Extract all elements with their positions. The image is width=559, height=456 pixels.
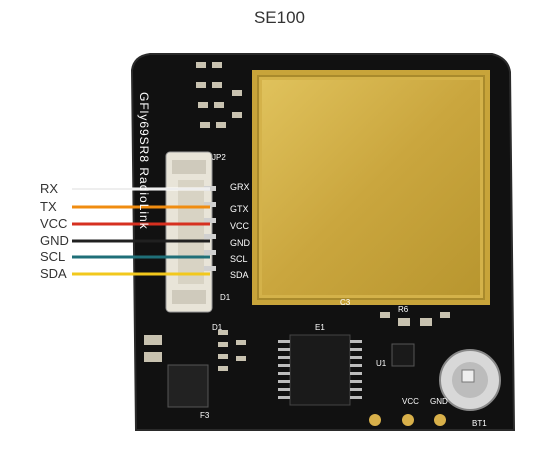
wire-label-tx: TX — [40, 199, 57, 214]
wire-label-sda: SDA — [40, 266, 67, 281]
silk-f3: F3 — [200, 411, 210, 420]
page-title: SE100 — [253, 8, 306, 27]
board-pin-labels: GRX GTX VCC GND SCL SDA — [230, 182, 251, 280]
silk-u1: U1 — [376, 359, 387, 368]
smd-components-bottom — [144, 312, 450, 371]
solder-pads — [369, 414, 446, 426]
chip-f3 — [167, 364, 209, 408]
silk-jp2: JP2 — [212, 153, 226, 162]
wire-label-gnd: GND — [40, 233, 69, 248]
chip-e1 — [278, 334, 362, 406]
silk-d1: D1 — [220, 293, 231, 302]
wire-label-vcc: VCC — [40, 216, 68, 231]
silk-gnd: GND — [430, 397, 448, 406]
pin-label-gnd: GND — [230, 238, 251, 248]
board-vertical-text: GFly69SR8 RadioLink — [137, 92, 151, 230]
pin-label-scl: SCL — [230, 254, 248, 264]
pin-label-vcc: VCC — [230, 221, 250, 231]
backup-battery — [439, 349, 501, 411]
wire-label-scl: SCL — [40, 249, 66, 264]
silk-e1: E1 — [315, 323, 325, 332]
jp2-connector — [165, 151, 213, 313]
transistor-u1 — [391, 343, 415, 367]
pin-label-sda: SDA — [230, 270, 249, 280]
smd-components-top — [196, 62, 242, 128]
pin-label-gtx: GTX — [230, 204, 249, 214]
silk-d1b: D1 — [212, 323, 223, 332]
silk-c3: C3 — [340, 298, 351, 307]
wires — [72, 187, 210, 276]
pin-label-grx: GRX — [230, 182, 250, 192]
silk-bt1: BT1 — [472, 419, 487, 428]
silk-r6: R6 — [398, 305, 409, 314]
wire-label-rx: RX — [40, 181, 59, 196]
silk-vcc: VCC — [402, 397, 419, 406]
